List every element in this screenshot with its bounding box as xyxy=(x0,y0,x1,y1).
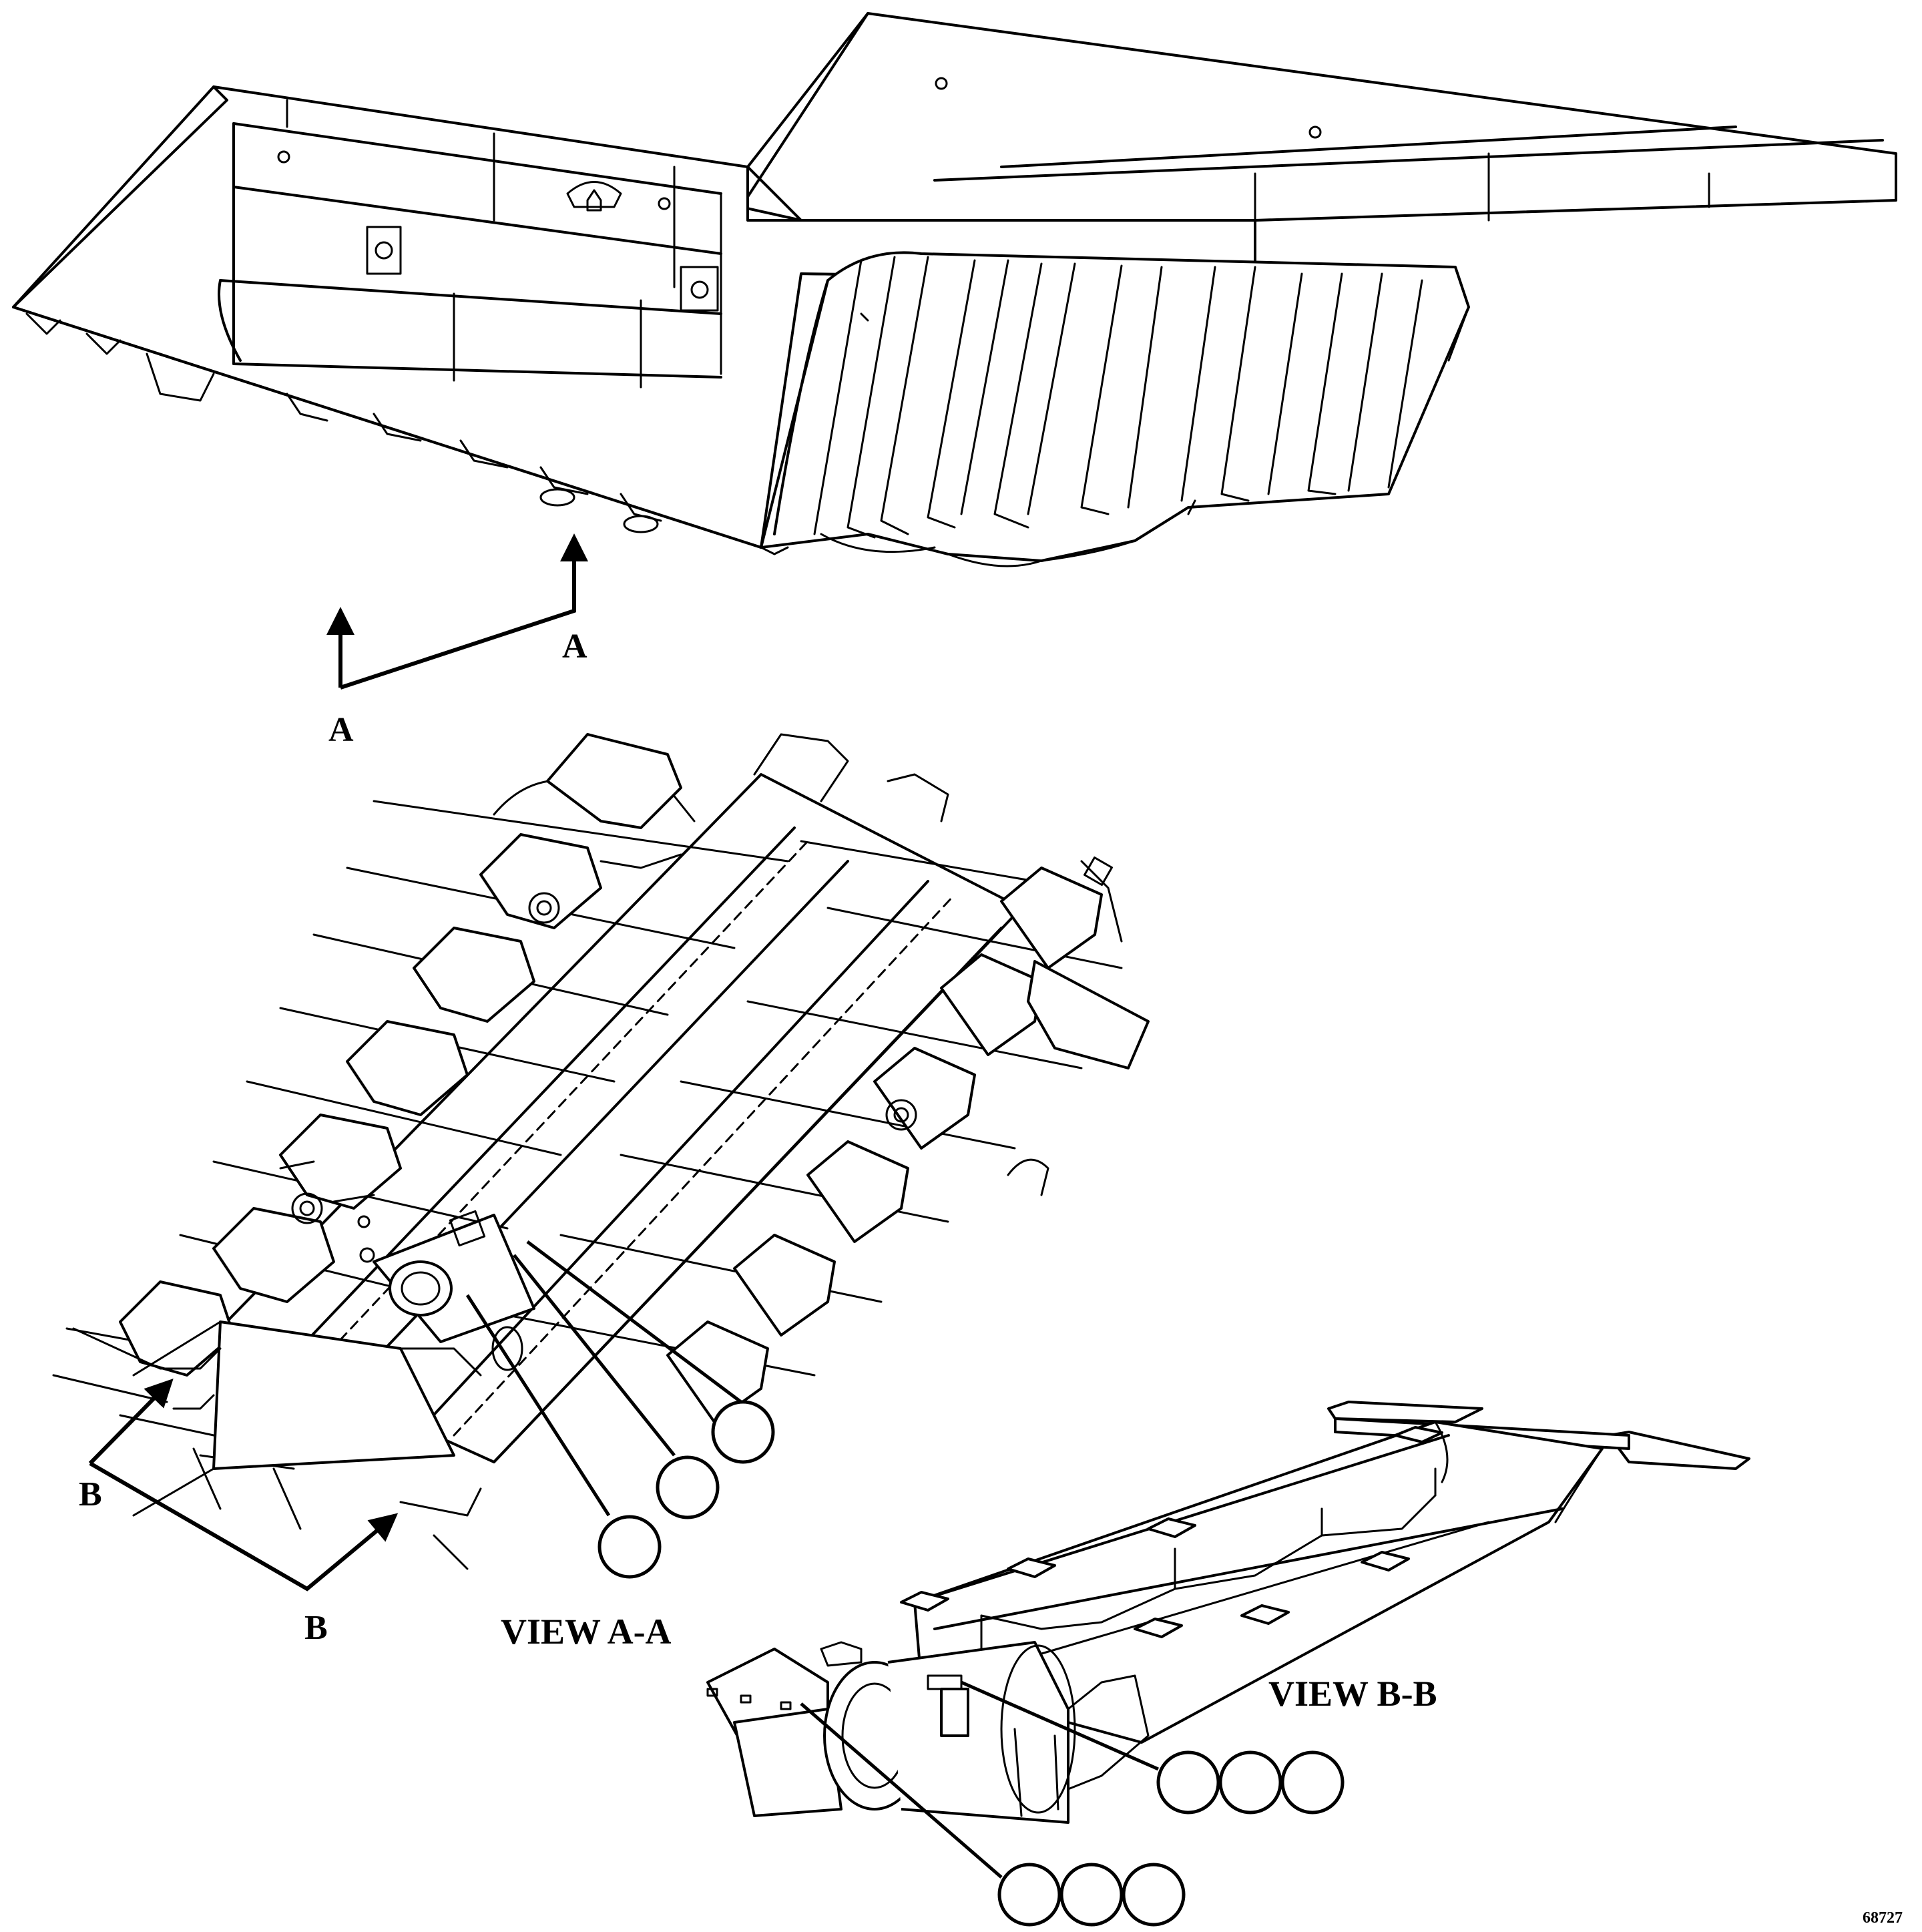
section-b-indicator: B B xyxy=(79,1379,399,1647)
callout-circle-7 xyxy=(997,1863,1061,1927)
left-saddles xyxy=(119,733,682,1377)
callout-circle-4 xyxy=(1156,1750,1220,1815)
callout-circle-5 xyxy=(1218,1750,1282,1815)
callout-circle-2 xyxy=(656,1455,720,1519)
leader-line-4 xyxy=(800,1702,1003,1879)
callout-circle-6 xyxy=(1280,1750,1345,1815)
section-b-label-top: B xyxy=(79,1475,102,1513)
view-a-a-drawing xyxy=(52,733,1150,1579)
view-b-b-title: VIEW B-B xyxy=(1268,1674,1437,1714)
right-saddles xyxy=(666,857,1150,1423)
view-a-a-title: VIEW A-A xyxy=(501,1612,672,1652)
section-b-label-bottom: B xyxy=(304,1609,328,1647)
figure-number: 68727 xyxy=(1863,1909,1903,1927)
leader-line-2 xyxy=(513,1254,676,1457)
section-a-label-left: A xyxy=(328,711,354,749)
dump-body-view xyxy=(12,12,1897,567)
callout-circle-3 xyxy=(597,1515,662,1579)
callout-circle-8 xyxy=(1059,1863,1124,1927)
pivot-area xyxy=(132,1160,535,1517)
view-b-b-drawing xyxy=(706,1401,1750,1927)
callout-circle-1 xyxy=(711,1400,775,1464)
section-a-label-right: A xyxy=(562,628,587,666)
callout-circle-9 xyxy=(1122,1863,1186,1927)
underside-ribs xyxy=(813,256,1423,567)
leader-line-3 xyxy=(526,1240,742,1403)
leader-line-5 xyxy=(960,1680,1160,1771)
leader-line-1 xyxy=(465,1294,611,1517)
section-a-indicator: A A xyxy=(326,533,588,749)
beam-tabs xyxy=(900,1426,1443,1638)
